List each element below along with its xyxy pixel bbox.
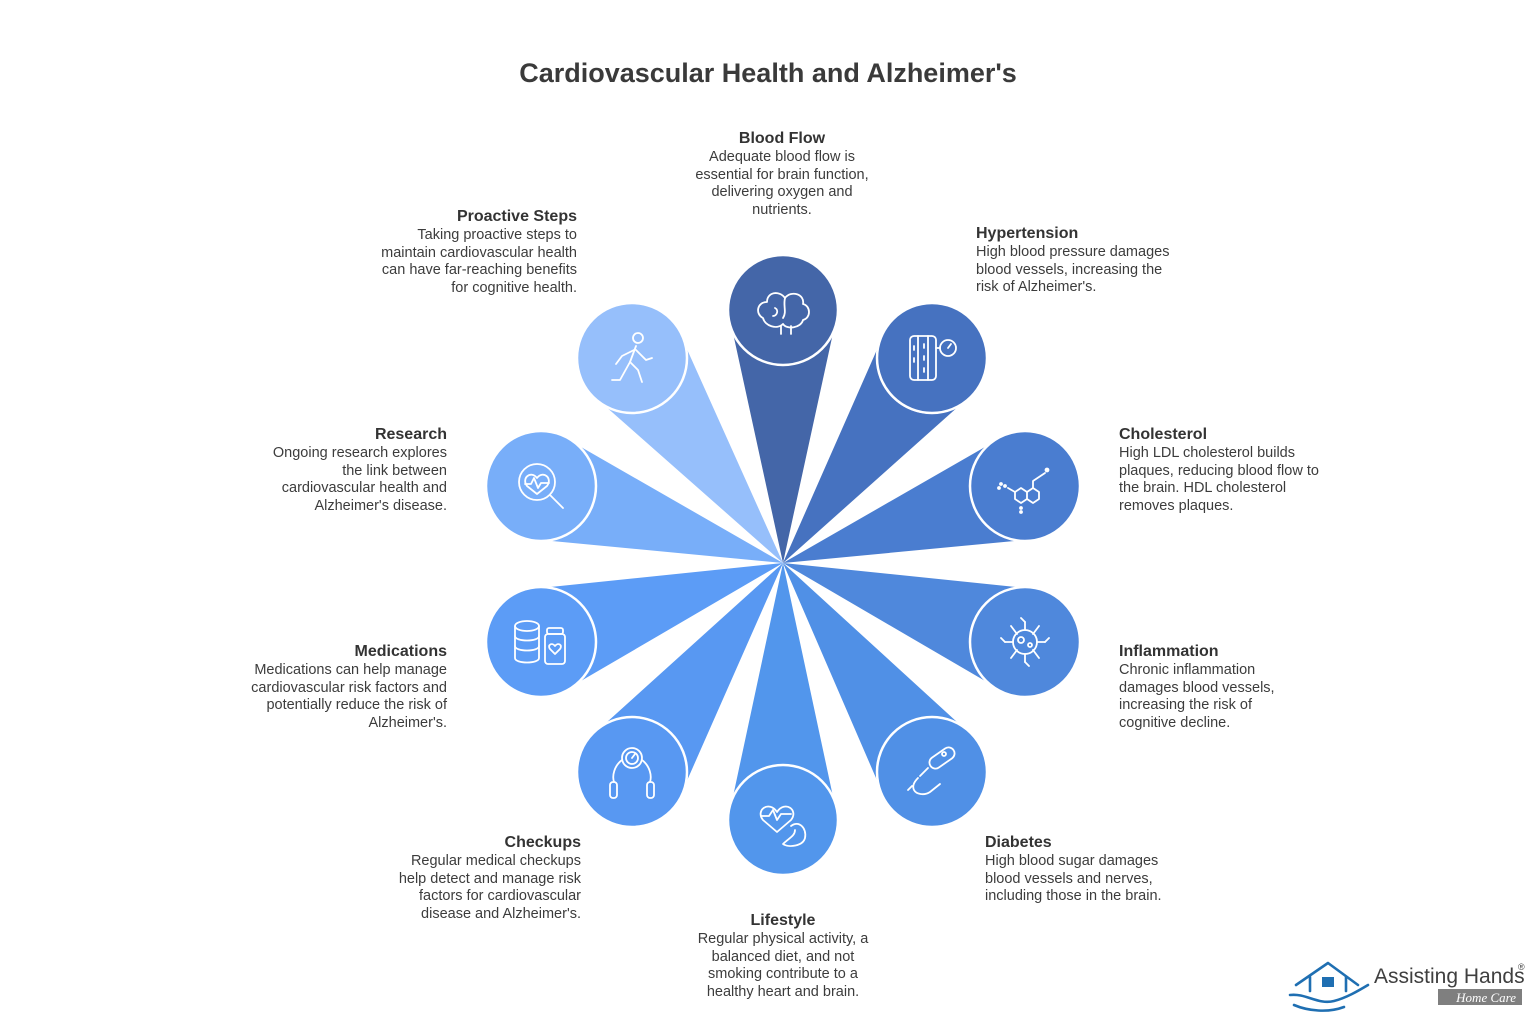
node-lifestyle [726,763,840,877]
jump-rope-icon [609,747,655,799]
heading-checkups: Checkups [504,834,581,851]
molecule-icon [997,467,1050,514]
wedge-cholesterol [783,433,1042,563]
node-cholesterol [968,429,1082,543]
text-blood-flow: Adequate blood flow is essential for bra… [695,149,869,218]
heading-proactive-steps: Proactive Steps [456,208,577,225]
page-title: Cardiovascular Health and Alzheimer's [519,58,1017,88]
label-hypertension: Hypertension High blood pressure damages… [976,224,1186,297]
text-hypertension: High blood pressure damages blood vessel… [976,244,1170,295]
wedge-diabetes [783,563,977,804]
text-cholesterol: High LDL cholesterol builds plaques, red… [1119,445,1319,514]
node-inflammation [968,585,1082,699]
brand-name: Assisting Hands [1374,965,1525,988]
wedge-lifestyle [728,563,838,820]
text-checkups: Regular medical checkups help detect and… [398,853,581,922]
label-lifestyle: Lifestyle Regular physical activity, a b… [683,911,883,1001]
wedge-proactive-steps [587,325,783,563]
text-lifestyle: Regular physical activity, a balanced di… [697,931,869,1000]
node-hypertension [875,301,989,415]
text-medications: Medications can help manage cardiovascul… [251,662,447,731]
wedge-research [524,433,783,563]
brand-logo: Assisting Hands ® Home Care [1288,961,1525,1012]
heart-search-icon [518,463,564,509]
text-inflammation: Chronic inflammation damages blood vesse… [1119,662,1275,731]
heading-hypertension: Hypertension [976,225,1079,242]
brand-sub-bar [1438,989,1522,1005]
brain-icon [757,292,810,335]
wedge-checkups [587,563,783,805]
wedge-medications [523,563,783,695]
walking-person-icon [611,332,653,383]
brand-mark: ® [1518,962,1525,972]
label-proactive-steps: Proactive Steps Taking proactive steps t… [377,207,577,297]
label-checkups: Checkups Regular medical checkups help d… [381,833,581,923]
label-diabetes: Diabetes High blood sugar damages blood … [985,833,1185,906]
wedge-hypertension [783,325,977,563]
heading-blood-flow: Blood Flow [738,130,826,147]
heading-diabetes: Diabetes [985,834,1052,851]
node-research [484,429,598,543]
hands-house-icon [1288,961,1370,1012]
label-medications: Medications Medications can help manage … [237,642,447,732]
heading-cholesterol: Cholesterol [1119,426,1208,443]
text-proactive-steps: Taking proactive steps to maintain cardi… [381,227,577,296]
node-blood-flow [726,253,840,367]
label-inflammation: Inflammation Chronic inflammation damage… [1119,642,1294,732]
heart-muscle-icon [759,805,807,847]
label-blood-flow: Blood Flow Adequate blood flow is essent… [682,129,882,219]
label-research: Research Ongoing research explores the l… [257,425,447,515]
node-medications [484,585,598,699]
label-cholesterol: Cholesterol High LDL cholesterol builds … [1119,425,1319,515]
text-diabetes: High blood sugar damages blood vessels a… [985,853,1162,904]
text-research: Ongoing research explores the link betwe… [272,445,447,514]
heading-research: Research [374,426,447,443]
heading-inflammation: Inflammation [1119,643,1219,660]
brand-sub: Home Care [1455,990,1516,1005]
pill-bottle-icon [514,620,566,665]
blood-pressure-icon [909,335,957,381]
node-diabetes [875,715,989,829]
node-checkups [575,715,689,829]
heading-lifestyle: Lifestyle [750,912,816,929]
glucose-meter-icon [907,746,956,796]
wedge-blood-flow [728,310,838,563]
heading-medications: Medications [354,643,447,660]
virus-icon [1000,617,1050,667]
wedge-inflammation [783,563,1043,695]
